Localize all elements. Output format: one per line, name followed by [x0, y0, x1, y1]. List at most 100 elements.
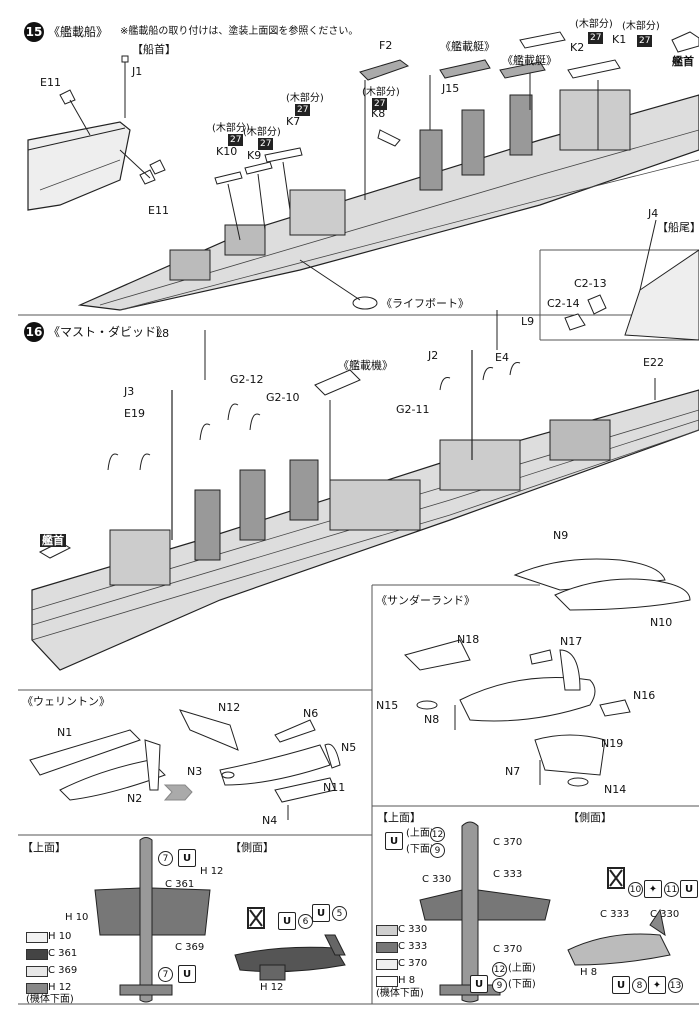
part-k9: K9 — [247, 149, 262, 162]
wellington-underside-note: (機体下面) — [26, 994, 74, 1005]
sunderland-title: 《サンダーランド》 — [376, 594, 475, 607]
part-n19: N19 — [601, 737, 624, 750]
part-n2: N2 — [127, 792, 143, 805]
callout-c333-a: C 333 — [493, 869, 523, 880]
part-c2-13: C2-13 — [574, 277, 607, 290]
paint-u-sund-top: U — [385, 832, 403, 850]
part-j2: J2 — [428, 349, 439, 362]
legend-swatch-c369 — [26, 966, 48, 977]
part-n5: N5 — [341, 741, 357, 754]
marking-9-top: 9 — [430, 843, 445, 858]
part-e19: E19 — [124, 407, 145, 420]
marking-9-bottom: 9 — [492, 978, 507, 993]
part-e4: E4 — [495, 351, 509, 364]
part-e11-b: E11 — [148, 204, 169, 217]
legend-h8: H 8 — [398, 975, 416, 986]
ph-badge-k9: 27 — [258, 138, 274, 150]
marking-7-bottom: 7 — [158, 967, 173, 982]
boat-label-2: 《艦載艇》 — [502, 54, 557, 67]
part-j15: J15 — [442, 82, 460, 95]
marking-5: 5 — [332, 906, 347, 921]
part-l9: L9 — [521, 315, 535, 328]
wood-note-k10: (木部分) — [212, 123, 250, 134]
callout-c370-a: C 370 — [493, 837, 523, 848]
part-j1: J1 — [132, 65, 143, 78]
callout-c330-b: C 330 — [650, 909, 680, 920]
part-n6: N6 — [303, 707, 319, 720]
legend-swatch-h10 — [26, 932, 48, 943]
part-n12: N12 — [218, 701, 241, 714]
sunderland-top-label: 【上面】 — [377, 811, 421, 824]
step-15-title: 《艦載船》 — [48, 25, 109, 39]
legend-h10: H 10 — [48, 931, 72, 942]
marking-8: 8 — [632, 978, 647, 993]
lower-label-2: (下面) — [508, 979, 536, 990]
paint-u-side: U — [278, 912, 296, 930]
callout-h10: H 10 — [65, 912, 89, 923]
upper-label-2: (上面) — [508, 963, 536, 974]
part-c2-14: C2-14 — [547, 297, 580, 310]
marking-11: 11 — [664, 882, 679, 897]
paint-u-sund-side: U — [680, 880, 698, 898]
paint-u-top: U — [178, 849, 196, 867]
part-k7: K7 — [286, 115, 301, 128]
wellington-side-label: 【側面】 — [230, 841, 274, 854]
lower-label-1: (下面) — [406, 844, 434, 855]
ph-badge-k2: 27 — [588, 32, 604, 44]
ph-badge-k7: 27 — [295, 104, 311, 116]
part-g2-12: G2-12 — [230, 373, 264, 386]
part-n11: N11 — [323, 781, 346, 794]
part-n17: N17 — [560, 635, 583, 648]
legend-swatch-h12 — [26, 983, 48, 994]
legend-swatch-h8 — [376, 976, 398, 987]
roundel-icon-b: ✦ — [648, 976, 666, 994]
part-j3: J3 — [124, 385, 135, 398]
bow-arrow-label-15: 艦首 — [672, 55, 694, 68]
callout-c330-a: C 330 — [422, 874, 452, 885]
wellington-title: 《ウェリントン》 — [22, 695, 110, 708]
callout-c369: C 369 — [175, 942, 205, 953]
part-k10: K10 — [216, 145, 238, 158]
callout-c370-b: C 370 — [493, 944, 523, 955]
wellington-top-label: 【上面】 — [22, 841, 66, 854]
part-n18: N18 — [457, 633, 480, 646]
sunderland-side-label: 【側面】 — [568, 811, 612, 824]
legend-swatch-c361 — [26, 949, 48, 960]
legend-c369: C 369 — [48, 965, 78, 976]
paint-u-side2: U — [312, 904, 330, 922]
part-n3: N3 — [187, 765, 203, 778]
legend-swatch-c333 — [376, 942, 398, 953]
roundel-icon-a: ✦ — [644, 880, 662, 898]
part-k1: K1 — [612, 33, 627, 46]
part-g2-11: G2-11 — [396, 403, 430, 416]
step-15-number: 15 — [24, 22, 44, 42]
part-k2: K2 — [570, 41, 585, 54]
part-n7: N7 — [505, 765, 521, 778]
wood-note-k9: (木部分) — [243, 127, 281, 138]
bow-label: 【船首】 — [132, 43, 176, 56]
part-n10: N10 — [650, 616, 673, 629]
part-n9: N9 — [553, 529, 569, 542]
legend-c361: C 361 — [48, 948, 78, 959]
part-l8: L8 — [156, 327, 170, 340]
legend-swatch-c370 — [376, 959, 398, 970]
marking-7-top: 7 — [158, 851, 173, 866]
aircraft-label: 《艦載機》 — [338, 359, 393, 372]
wood-note-k2: (木部分) — [575, 19, 613, 30]
stern-label: 【船尾】 — [657, 221, 699, 234]
paint-u-sund-side2: U — [612, 976, 630, 994]
paint-u-bottom: U — [178, 965, 196, 983]
part-n8: N8 — [424, 713, 440, 726]
wood-note-k8: (木部分) — [362, 87, 400, 98]
wood-note-k1: (木部分) — [622, 21, 660, 32]
part-e22: E22 — [643, 356, 664, 369]
callout-h12-side: H 12 — [260, 982, 284, 993]
legend-c333: C 333 — [398, 941, 428, 952]
lifeboat-label: 《ライフボート》 — [381, 297, 469, 310]
legend-c330: C 330 — [398, 924, 428, 935]
part-j4: J4 — [648, 207, 659, 220]
part-f2: F2 — [379, 39, 393, 52]
